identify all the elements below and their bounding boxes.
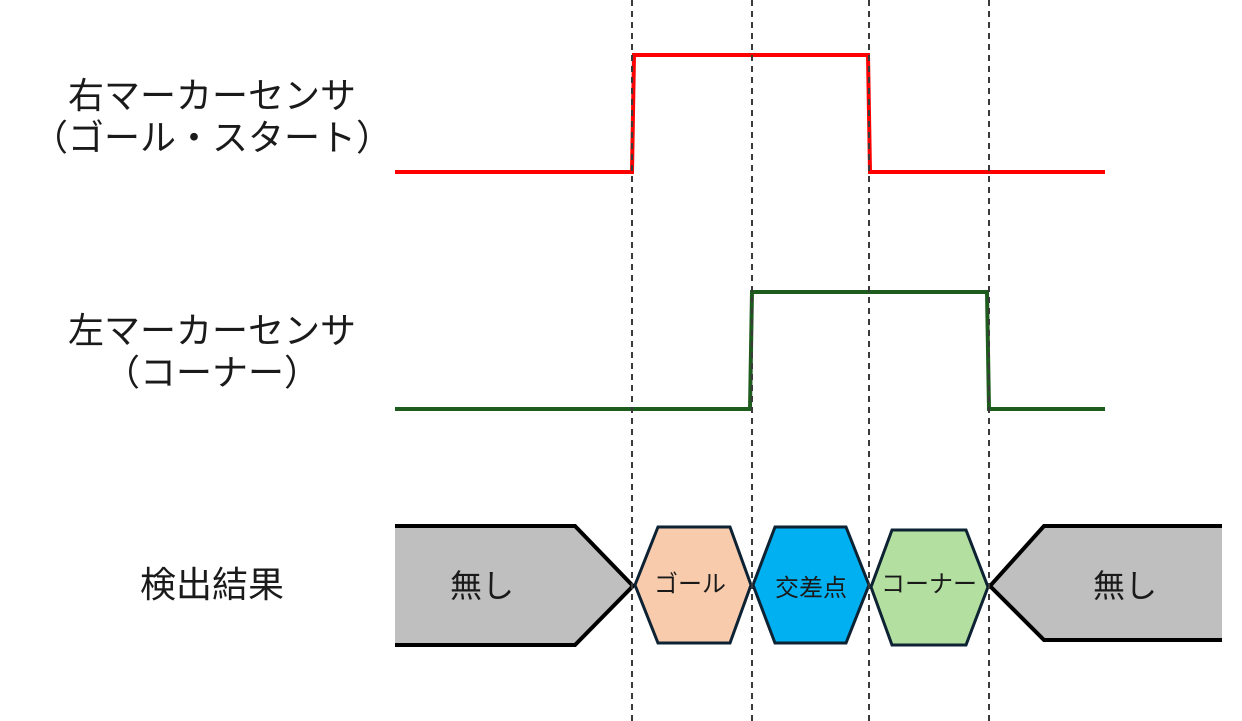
result-label: 検出結果 — [140, 565, 284, 606]
left-sensor-label-line1: 左マーカーセンサ — [68, 311, 356, 352]
result-segment-goal — [633, 525, 753, 645]
right-sensor-signal — [395, 53, 1105, 174]
result-segment-corner — [869, 528, 990, 647]
result-segment-goal-label: ゴール — [654, 570, 726, 598]
result-segment-cross-label: 交差点 — [775, 574, 847, 602]
result-segment-corner-label: コーナー — [881, 570, 977, 598]
result-segment-none-right-label: 無し — [1093, 567, 1157, 605]
right-sensor-label-line1: 右マーカーセンサ — [68, 76, 356, 117]
left-sensor-signal — [395, 290, 1105, 411]
result-segment-none-left-label: 無し — [450, 567, 514, 605]
result-segment-none-right — [990, 526, 1222, 640]
result-segment-none-left — [395, 526, 633, 645]
left-sensor-label-line2: （コーナー） — [104, 353, 320, 394]
right-sensor-label-line2: （ゴール・スタート） — [32, 118, 392, 159]
